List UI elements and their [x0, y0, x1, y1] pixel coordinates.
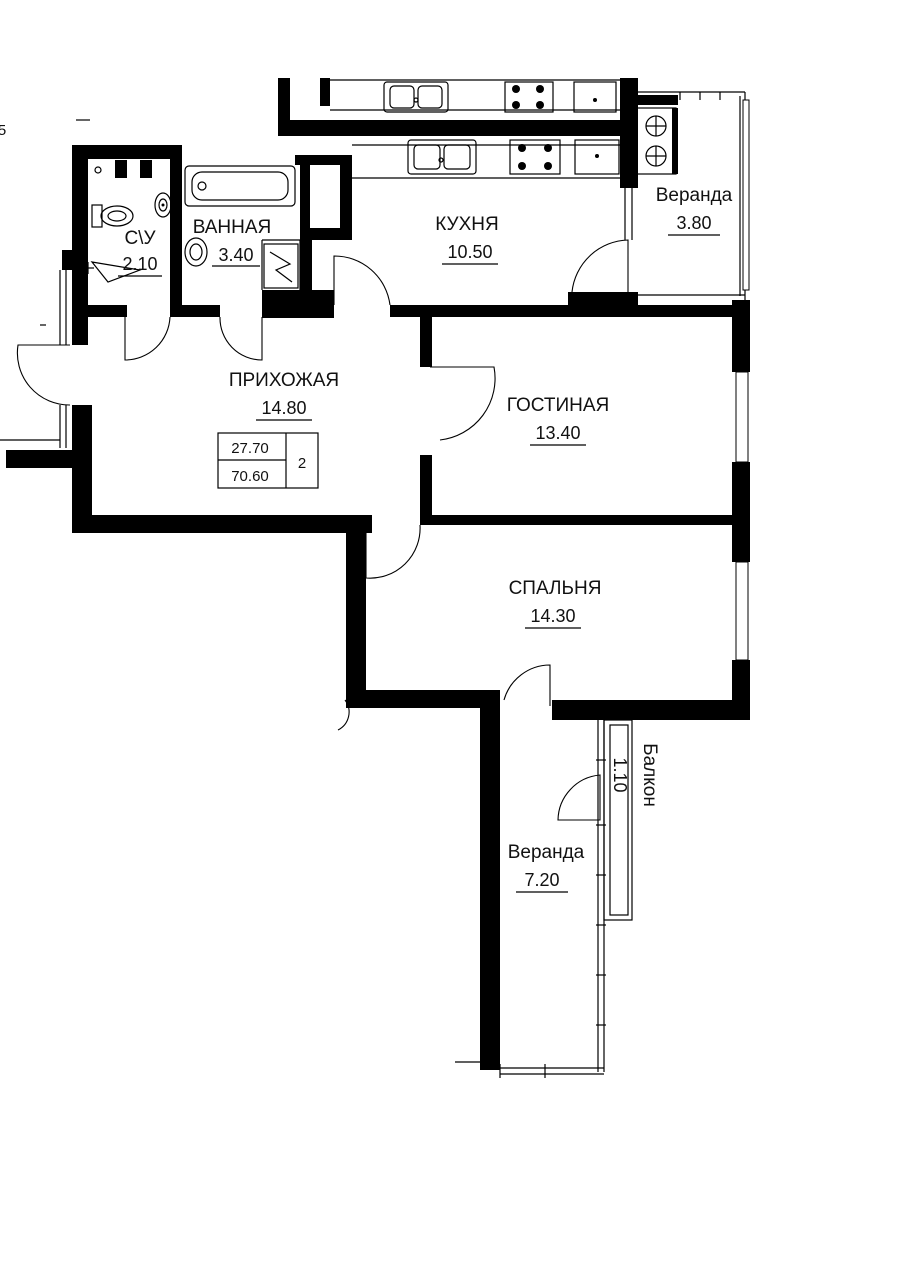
veranda-ticks: [499, 759, 606, 1078]
room-veranda-top-area: 3.80: [676, 213, 711, 233]
sink-icon: [407, 139, 477, 175]
boiler-icon: [635, 107, 678, 175]
washbasin-icon: [184, 237, 208, 267]
room-balcony-name: Балкон: [639, 743, 660, 807]
room-bath-name: ВАННАЯ: [193, 217, 272, 238]
kitchen-door: [333, 255, 391, 306]
balcony-door: [557, 774, 601, 821]
washer-icon: [574, 139, 620, 175]
washer-icon: [573, 81, 617, 113]
bedroom-door: [365, 524, 421, 579]
room-living-area: 13.40: [535, 423, 580, 443]
doors: [16, 239, 629, 821]
washbasin-icon: [154, 192, 172, 218]
outlines: [0, 79, 750, 1078]
fixtures: [76, 81, 721, 283]
sink-icon: [383, 81, 449, 113]
room-veranda-top-name: Веранда: [656, 185, 733, 206]
room-hall-name: ПРИХОЖАЯ: [229, 370, 339, 391]
room-labels: C\У 2.10 ВАННАЯ 3.40 КУХНЯ 10.50 Веранда…: [118, 185, 733, 893]
bath-door: [219, 316, 263, 361]
room-kitchen-area: 10.50: [447, 242, 492, 262]
area-summary: 27.70 70.60 2: [217, 432, 319, 489]
toilet-icon: [91, 204, 134, 228]
walls: [6, 78, 750, 1070]
entrance-door: [16, 344, 71, 406]
wc-door: [124, 316, 171, 361]
room-veranda-bottom-name: Веранда: [508, 842, 585, 863]
room-kitchen-name: КУХНЯ: [435, 214, 498, 235]
stove-icon: [509, 139, 561, 175]
veranda-bottom-door: [503, 664, 551, 706]
bathtub-icon: [184, 165, 296, 207]
room-wc-name: C\У: [124, 228, 156, 249]
total-area-value: 70.60: [231, 468, 269, 485]
stove-icon: [504, 81, 554, 113]
room-veranda-bottom-area: 7.20: [524, 870, 559, 890]
room-count-value: 2: [298, 455, 306, 472]
living-door: [430, 366, 496, 441]
room-hall-area: 14.80: [261, 398, 306, 418]
veranda-top-door: [571, 239, 629, 293]
edge-mark: 5: [0, 122, 6, 139]
room-wc-area: 2.10: [122, 254, 157, 274]
living-area-value: 27.70: [231, 440, 269, 457]
room-living-name: ГОСТИНАЯ: [507, 395, 609, 416]
room-bedroom-area: 14.30: [530, 606, 575, 626]
room-bedroom-name: СПАЛЬНЯ: [509, 578, 602, 599]
room-balcony-area: 1.10: [610, 757, 630, 792]
room-bath-area: 3.40: [218, 245, 253, 265]
